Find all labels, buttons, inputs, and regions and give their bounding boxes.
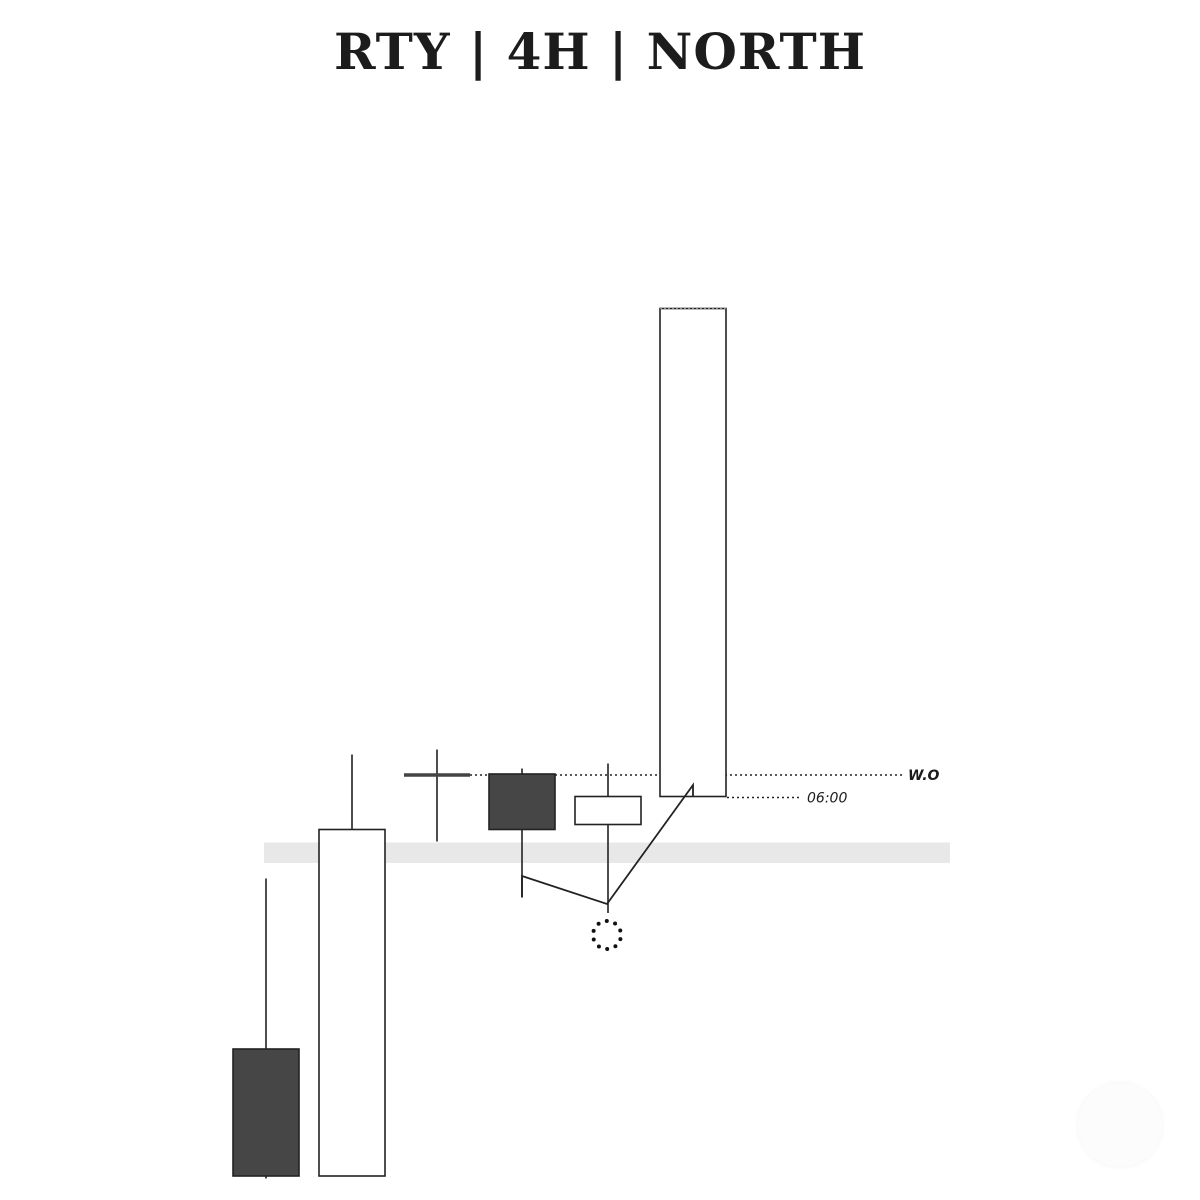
dotted-circle-dot xyxy=(618,928,623,933)
dotted-circle-dot xyxy=(613,944,618,949)
dotted-circle-dot xyxy=(618,937,623,942)
level-label-wo: W.O xyxy=(908,768,940,784)
candle-body-5 xyxy=(574,795,642,826)
dotted-circle-marker xyxy=(591,919,623,951)
liquidity-zone xyxy=(264,842,950,863)
chart-title: RTY | 4H | NORTH xyxy=(334,22,866,81)
level-label-0600: 06:00 xyxy=(807,791,847,807)
candle-body-4 xyxy=(488,773,556,831)
candles xyxy=(232,307,727,1179)
dotted-circle-dot xyxy=(604,919,609,924)
zone-band xyxy=(264,842,950,863)
dotted-circle-dot xyxy=(596,921,601,926)
dotted-circle-dot xyxy=(591,928,596,933)
candle-body-6 xyxy=(659,307,727,798)
dotted-circle-dot xyxy=(613,921,618,926)
candle-body-1 xyxy=(232,1048,300,1177)
dotted-circle-dot xyxy=(605,946,610,951)
dotted-circle-dot xyxy=(596,944,601,949)
corner-watermark xyxy=(1078,1083,1162,1167)
candle-body-2 xyxy=(318,828,386,1177)
dotted-circle-dot xyxy=(591,937,596,942)
annotations xyxy=(521,782,694,951)
connector-lines xyxy=(521,782,694,906)
